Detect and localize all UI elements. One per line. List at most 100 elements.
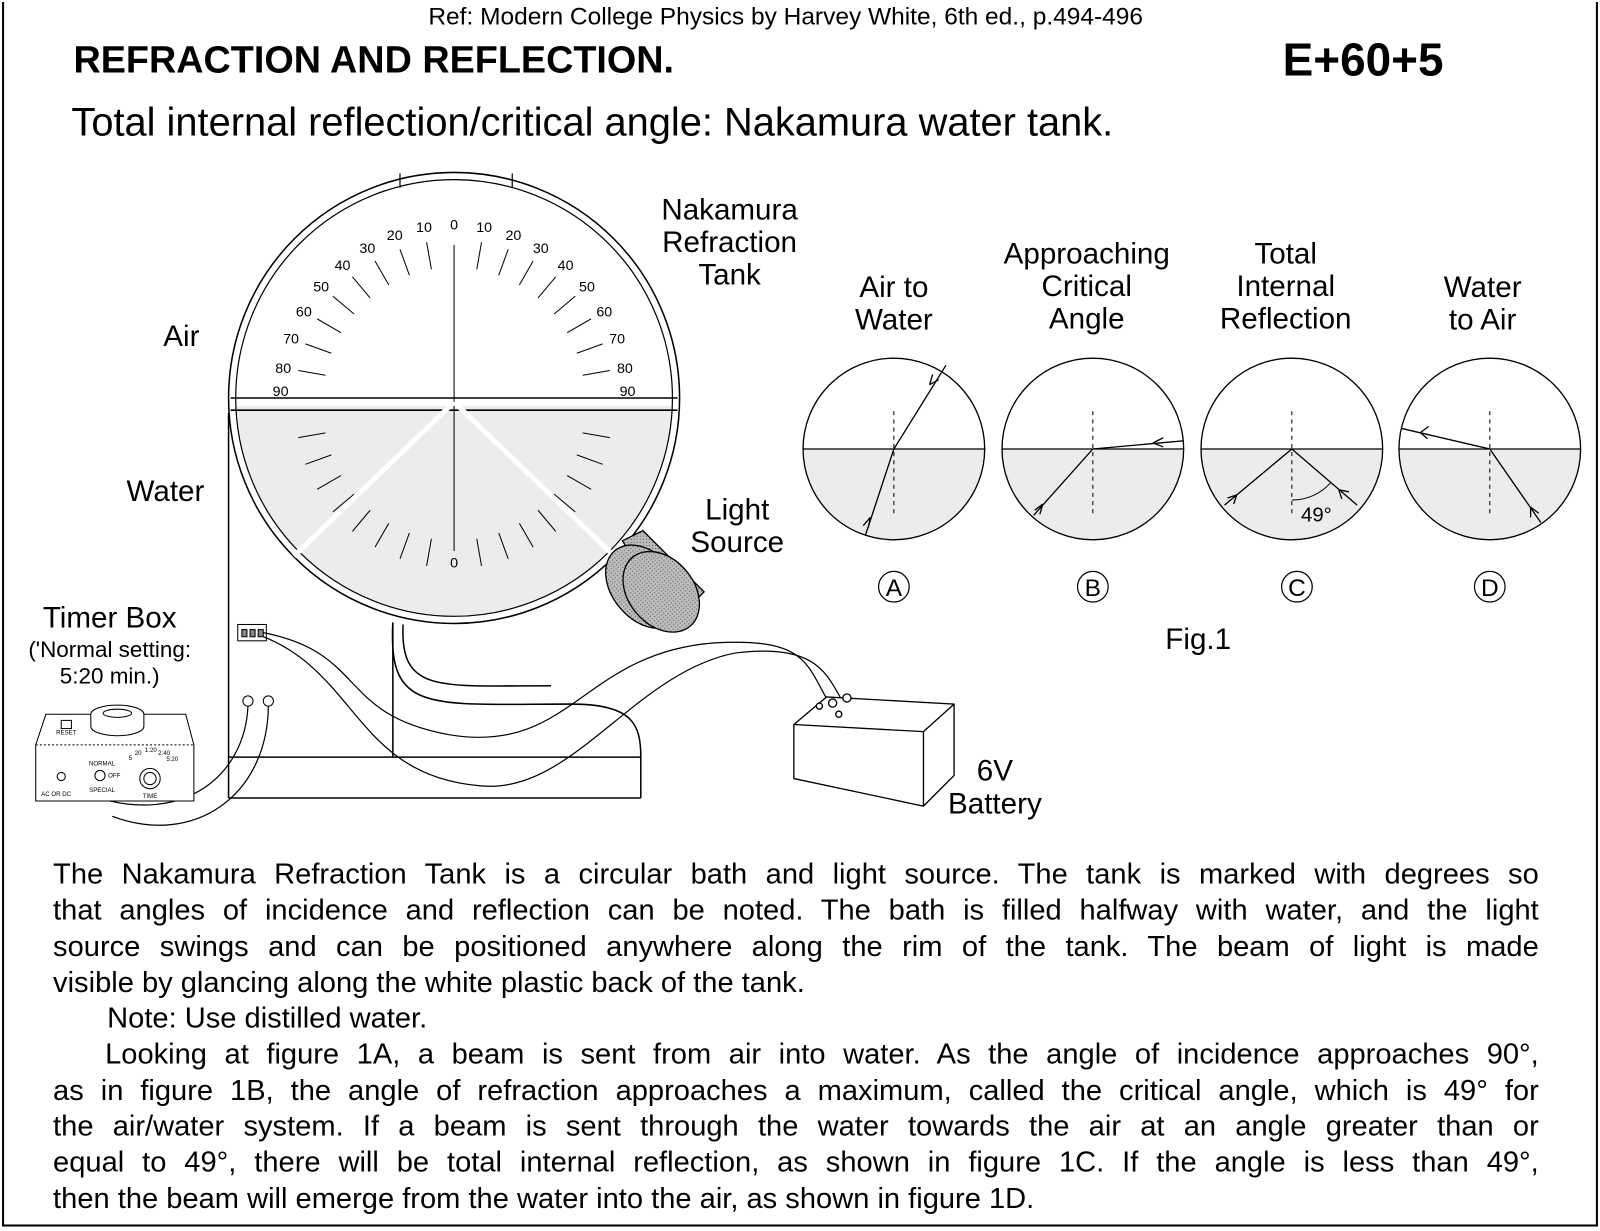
scale-label: 30	[533, 241, 549, 257]
scale-label: 40	[335, 258, 351, 274]
scale-tick	[426, 242, 432, 270]
scale-tick-lower	[374, 523, 390, 548]
off-label: OFF	[108, 773, 120, 780]
scale-tick	[498, 249, 509, 276]
panel-b-letter: B	[1085, 575, 1101, 602]
scale-label: 20	[387, 228, 403, 244]
scale-tick	[305, 343, 332, 354]
panel-b-title: Approaching Critical Angle	[985, 238, 1189, 336]
scale-tick-lower	[537, 509, 557, 532]
panel-d-badge	[1473, 570, 1506, 603]
reset-label: RESET	[56, 730, 77, 737]
scale-label: 30	[359, 241, 375, 257]
body-line: Looking at figure 1A, a beam is sent fro…	[105, 1038, 1539, 1071]
reset-button[interactable]	[60, 719, 72, 730]
scale-tick	[566, 318, 592, 334]
body-text: The Nakamura Refraction Tank is a circul…	[53, 857, 1539, 1217]
figure-caption: Fig.1	[1165, 623, 1232, 657]
page-title: REFRACTION AND REFLECTION.	[73, 38, 675, 81]
scale-label: 50	[579, 280, 595, 296]
body-line: then the beam will emerge from the water…	[53, 1182, 1035, 1215]
timer-note-line: 5:20 min.)	[59, 663, 160, 689]
scale-label: 10	[476, 220, 492, 236]
normal-label: NORMAL	[89, 760, 116, 767]
panel-title-line: Air to	[859, 271, 929, 305]
panel-c-diagram: 49°	[1200, 357, 1384, 541]
body-line: Note: Use distilled water.	[107, 1002, 428, 1035]
tank-label: Nakamura Refraction Tank	[643, 194, 816, 292]
light-source-label-line: Light	[705, 493, 770, 527]
light-source[interactable]	[590, 529, 715, 647]
scale-label: 50	[313, 280, 329, 296]
scale-label: 10	[416, 220, 432, 236]
scale-tick-lower	[553, 493, 576, 513]
scale-label: 90	[273, 384, 289, 400]
scale-label-lower: 0	[450, 555, 458, 571]
panel-d-letter: D	[1481, 575, 1499, 602]
scale-tick-lower	[518, 523, 534, 548]
page-subtitle: Total internal reflection/critical angle…	[71, 101, 1114, 145]
dial-mark: 2:40	[158, 750, 170, 757]
battery-label: 6V Battery	[934, 755, 1056, 820]
tank-label-line: Refraction	[662, 226, 798, 260]
scale-tick-lower	[498, 532, 509, 559]
scale-tick-lower	[332, 493, 355, 513]
demo-code: E+60+5	[1282, 33, 1444, 86]
panel-a-diagram	[802, 357, 986, 541]
panel-a-badge	[877, 570, 910, 603]
scale-label: 20	[505, 228, 521, 244]
timer-note-line: ('Normal setting:	[28, 636, 192, 663]
scale-tick	[518, 260, 534, 286]
panel-c-letter: C	[1288, 575, 1306, 602]
scale-label: 80	[617, 361, 633, 377]
light-beam-right	[452, 400, 617, 558]
battery-6v[interactable]	[793, 693, 955, 807]
body-line: the air/water system. If a beam is sent …	[53, 1110, 1539, 1143]
scale-tick-lower	[582, 432, 610, 439]
body-line: equal to 49°, there will be total intern…	[53, 1146, 1539, 1179]
panel-a-title: Air to Water	[812, 271, 975, 336]
panel-c-badge	[1281, 570, 1313, 603]
ac-dc-label: AC OR DC	[41, 791, 71, 798]
figure-1: 49° A B C D	[802, 357, 1582, 603]
scale-tick	[576, 343, 603, 354]
scale-label: 90	[620, 384, 636, 400]
battery-label-line: 6V	[976, 755, 1013, 788]
panel-title-line: Total	[1254, 237, 1317, 271]
light-source-label-line: Source	[690, 526, 785, 560]
air-label: Air	[163, 320, 200, 354]
scale-tick-lower	[399, 532, 410, 559]
timer-box[interactable]: RESET NORMAL OFF SPECIAL AC OR DC TIME 5…	[35, 704, 195, 802]
critical-angle-label: 49°	[1301, 504, 1332, 526]
scale-tick	[316, 318, 342, 334]
dial-mark: 1:20	[145, 747, 157, 754]
panel-title-line: Internal	[1236, 270, 1336, 304]
panel-title-line: Water	[1443, 271, 1522, 305]
scale-tick	[476, 242, 483, 270]
scale-label: 70	[609, 332, 625, 348]
timer-box-label: Timer Box	[42, 602, 177, 635]
body-line: source swings and can be positioned anyw…	[53, 930, 1539, 963]
tank-label-line: Tank	[698, 259, 761, 292]
body-line: that angles of incidence and reflection …	[53, 894, 1539, 927]
scale-tick	[582, 369, 610, 376]
panel-d-title: Water to Air	[1411, 271, 1554, 336]
reference-line: Ref: Modern College Physics by Harvey Wh…	[428, 3, 1144, 31]
dial-mark: 5:20	[166, 756, 178, 763]
tank-stand	[227, 413, 642, 799]
mode-switch[interactable]	[94, 769, 106, 782]
scale-label: 40	[558, 258, 574, 274]
scale-tick-lower	[316, 475, 342, 490]
body-line: visible by glancing along the white plas…	[53, 966, 805, 999]
battery-label-line: Battery	[948, 787, 1042, 821]
panel-b-diagram	[1001, 357, 1185, 541]
panel-b-badge	[1076, 570, 1109, 603]
power-jack[interactable]	[56, 771, 66, 782]
scale-tick	[553, 295, 576, 315]
panel-title-line: Critical	[1041, 270, 1132, 304]
special-label: SPECIAL	[89, 787, 115, 794]
